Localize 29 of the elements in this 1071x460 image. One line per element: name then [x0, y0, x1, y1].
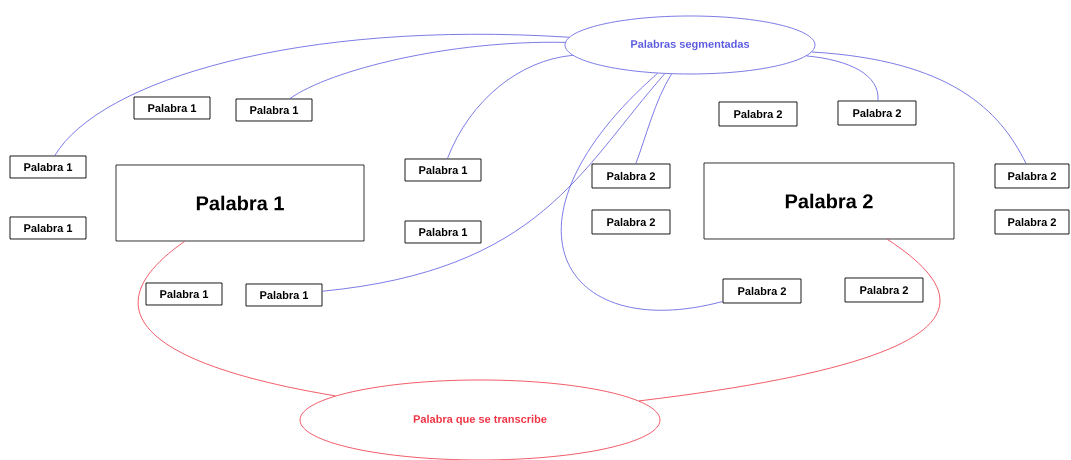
word-box: Palabra 2: [718, 101, 798, 127]
word-box: Palabra 2: [591, 163, 671, 189]
word-box: Palabra 2: [703, 162, 955, 240]
word-box: Palabra 1: [133, 96, 211, 120]
word-box: Palabra 1: [9, 155, 87, 179]
word-box: Palabra 1: [245, 283, 323, 307]
connector-line: [638, 239, 941, 402]
word-box: Palabra 2: [837, 100, 917, 126]
connector-line: [137, 241, 336, 397]
ellipse-node: Palabras segmentadas: [564, 15, 816, 75]
word-box: Palabra 1: [145, 282, 223, 306]
word-box: Palabra 2: [591, 209, 671, 235]
word-box: Palabra 2: [722, 278, 802, 304]
connector-line: [811, 51, 1027, 164]
connector-line: [289, 42, 566, 99]
word-box: Palabra 2: [994, 163, 1070, 189]
word-box: Palabra 1: [115, 164, 365, 242]
word-box: Palabra 1: [235, 98, 313, 122]
connector-line: [54, 34, 570, 156]
connector-line: [560, 73, 723, 311]
connector-line: [635, 73, 672, 164]
word-box: Palabra 2: [994, 209, 1070, 235]
connector-line: [322, 73, 666, 292]
connector-line: [447, 54, 574, 159]
word-box: Palabra 1: [404, 220, 482, 244]
connector-line: [806, 55, 879, 101]
word-box: Palabra 2: [844, 277, 924, 303]
word-box: Palabra 1: [9, 216, 87, 240]
word-box: Palabra 1: [404, 158, 482, 182]
